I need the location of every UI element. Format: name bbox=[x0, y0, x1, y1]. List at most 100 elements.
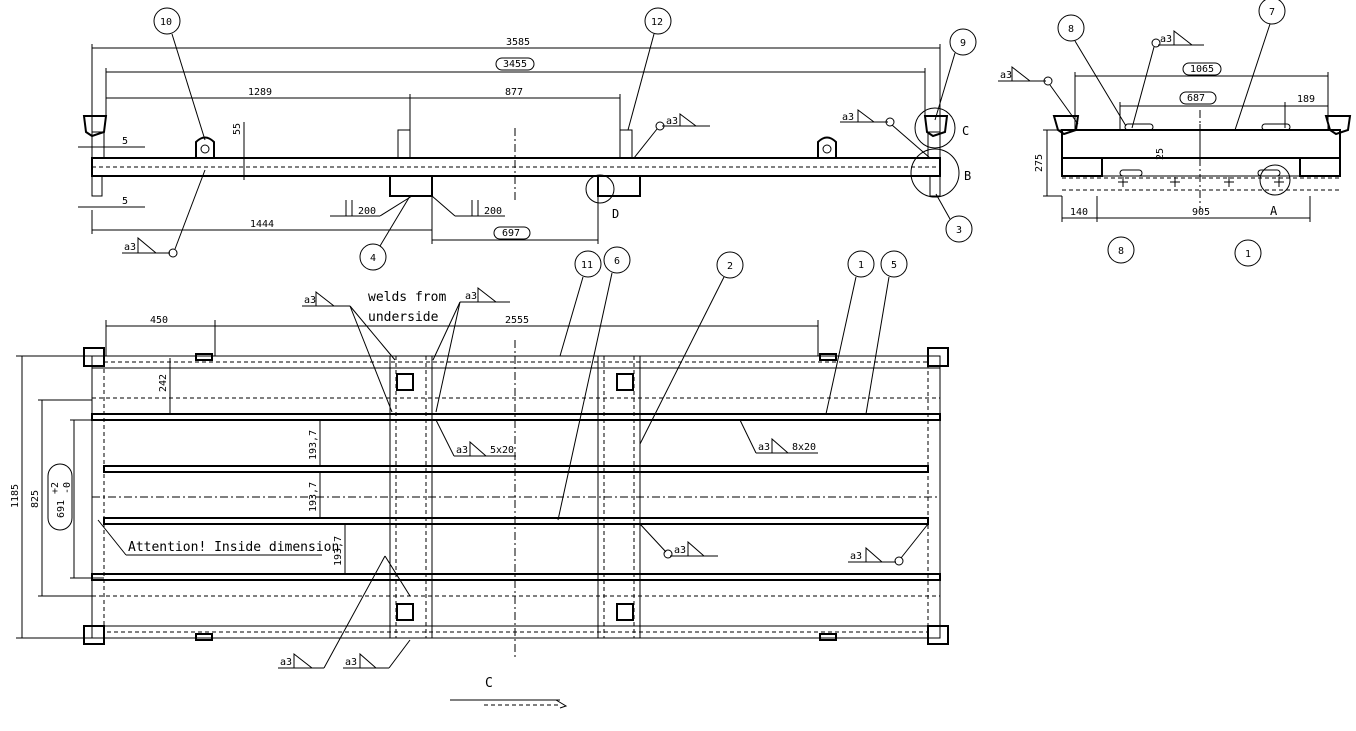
note-welds-line2: underside bbox=[368, 310, 439, 325]
dim-450: 450 bbox=[150, 315, 168, 326]
side-view: 3585 3455 1289 877 5 5 55 bbox=[78, 7, 977, 271]
dim-193-a: 193,7 bbox=[308, 430, 319, 460]
dim-1065: 1065 bbox=[1190, 64, 1214, 75]
corner-casting-right bbox=[923, 115, 949, 138]
weld-a3-end-top: a3 bbox=[1160, 34, 1172, 45]
dim-193-c: 193,7 bbox=[333, 536, 344, 566]
end-corner-left bbox=[1052, 115, 1080, 136]
weld-a3-plan-5: a3 bbox=[280, 657, 292, 668]
dim-189: 189 bbox=[1297, 94, 1315, 105]
plan-corner-tr bbox=[927, 347, 949, 367]
detail-circle-D bbox=[585, 174, 615, 204]
dim-offset-bottom: 5 bbox=[122, 196, 128, 207]
weld-8x20: 8x20 bbox=[792, 442, 816, 453]
corner-casting-left bbox=[82, 115, 108, 138]
svg-text:5: 5 bbox=[891, 260, 897, 271]
dim-687: 687 bbox=[1187, 93, 1205, 104]
dim-inner-length: 3455 bbox=[503, 59, 527, 70]
dim-lower-left: 1444 bbox=[250, 219, 274, 230]
svg-text:9: 9 bbox=[960, 38, 966, 49]
weld-a3-plan-6: a3 bbox=[345, 657, 357, 668]
plan-corner-bl bbox=[83, 625, 105, 645]
dim-242: 242 bbox=[158, 374, 169, 392]
balloon-5 bbox=[880, 250, 908, 278]
weld-a3-side-left: a3 bbox=[124, 242, 136, 253]
svg-text:6: 6 bbox=[614, 256, 620, 267]
plan-view: 450 2555 242 193,7 193,7 193,7 1185 825 … bbox=[10, 246, 949, 709]
section-200-left: 200 bbox=[358, 206, 376, 217]
dim-overall-length: 3585 bbox=[506, 37, 530, 48]
balloon-7 bbox=[1258, 0, 1286, 25]
weld-a3-plan-1: a3 bbox=[304, 295, 316, 306]
dim-offset-top: 5 bbox=[122, 136, 128, 147]
balloon-9 bbox=[949, 28, 977, 56]
svg-text:12: 12 bbox=[651, 17, 663, 28]
balloon-11 bbox=[574, 250, 602, 278]
dim-left-segment: 1289 bbox=[248, 87, 272, 98]
dim-2555: 2555 bbox=[505, 315, 529, 326]
balloon-6 bbox=[603, 246, 631, 274]
note-welds-line1: welds from bbox=[368, 290, 446, 305]
detail-circle-A bbox=[1259, 164, 1291, 196]
end-top-rail bbox=[1061, 129, 1341, 159]
balloon-2 bbox=[716, 251, 744, 279]
plan-corner-tl bbox=[83, 347, 105, 367]
detail-circle-B bbox=[910, 148, 960, 198]
tol-plus: +2 bbox=[50, 482, 61, 494]
svg-text:10: 10 bbox=[160, 17, 172, 28]
fork-pocket-right bbox=[597, 175, 641, 197]
end-view: 1065 687 189 25 A 275 bbox=[998, 0, 1352, 267]
weld-a3-8x20: a3 bbox=[758, 442, 770, 453]
dim-1185: 1185 bbox=[10, 484, 21, 508]
detail-label-A: A bbox=[1270, 204, 1278, 218]
post-right bbox=[619, 129, 633, 159]
svg-text:3: 3 bbox=[956, 225, 962, 236]
svg-text:2: 2 bbox=[727, 261, 733, 272]
detail-label-D: D bbox=[612, 207, 619, 221]
dim-lower-right: 697 bbox=[502, 228, 520, 239]
plan-rail-1 bbox=[91, 413, 941, 421]
svg-text:8: 8 bbox=[1118, 246, 1124, 257]
balloon-8-top bbox=[1057, 14, 1085, 42]
fork-pocket-left bbox=[389, 175, 433, 197]
balloon-4 bbox=[359, 243, 387, 271]
weld-a3-plan-2: a3 bbox=[465, 291, 477, 302]
plan-fork-pocket-right bbox=[597, 355, 641, 639]
dim-193-b: 193,7 bbox=[308, 482, 319, 512]
dim-middle-segment: 877 bbox=[505, 87, 523, 98]
dim-905: 905 bbox=[1192, 207, 1210, 218]
balloon-1-end bbox=[1234, 239, 1262, 267]
balloon-8-bottom bbox=[1107, 236, 1135, 264]
detail-label-C: C bbox=[962, 124, 969, 138]
balloon-3 bbox=[945, 215, 973, 243]
detail-circle-C bbox=[914, 107, 956, 149]
dim-25: 25 bbox=[1155, 148, 1166, 160]
balloon-12 bbox=[644, 7, 672, 35]
dim-825: 825 bbox=[30, 490, 41, 508]
svg-text:7: 7 bbox=[1269, 7, 1275, 18]
weld-a3-end-left: a3 bbox=[1000, 70, 1012, 81]
svg-text:4: 4 bbox=[370, 253, 376, 264]
end-corner-right bbox=[1324, 115, 1352, 136]
weld-5x20: 5x20 bbox=[490, 445, 514, 456]
plan-fork-pocket-left bbox=[389, 355, 433, 639]
dim-275: 275 bbox=[1034, 154, 1045, 172]
svg-text:1: 1 bbox=[1245, 249, 1251, 260]
dim-140: 140 bbox=[1070, 207, 1088, 218]
dim-691-frame bbox=[47, 463, 73, 531]
detail-label-B: B bbox=[964, 169, 971, 183]
dim-inner-length-frame bbox=[495, 57, 535, 71]
weld-a3-side-right: a3 bbox=[842, 112, 854, 123]
svg-text:1: 1 bbox=[858, 260, 864, 271]
weld-a3-side-top: a3 bbox=[666, 116, 678, 127]
dim-bracket-height: 55 bbox=[232, 123, 243, 135]
dim-691: 691 bbox=[56, 500, 67, 518]
lifting-lug-right bbox=[817, 136, 837, 159]
plan-corner-br bbox=[927, 625, 949, 645]
plan-rail-3 bbox=[103, 517, 929, 525]
section-200-right: 200 bbox=[484, 206, 502, 217]
lifting-lug-left bbox=[195, 136, 215, 159]
tol-minus: -0 bbox=[62, 482, 73, 494]
note-attention: Attention! Inside dimension bbox=[128, 540, 339, 555]
